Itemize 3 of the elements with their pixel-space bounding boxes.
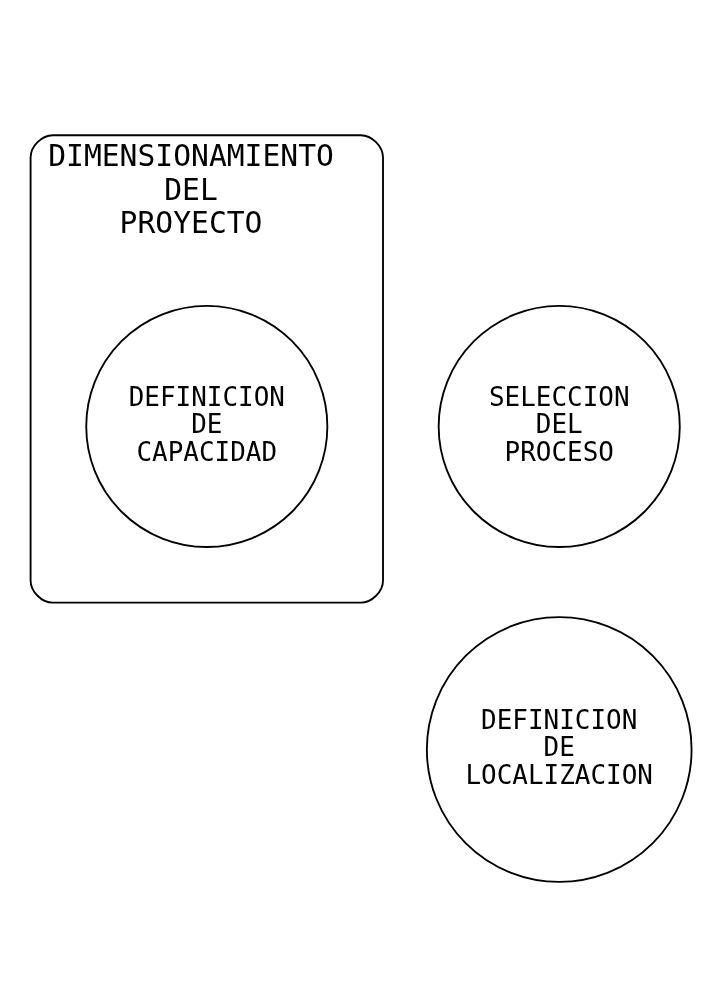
node-circle: SELECCION DEL PROCESO [437,304,681,548]
node-circle: DEFINICION DE CAPACIDAD [85,304,329,548]
node-circle: DEFINICION DE LOCALIZACION [425,615,693,883]
